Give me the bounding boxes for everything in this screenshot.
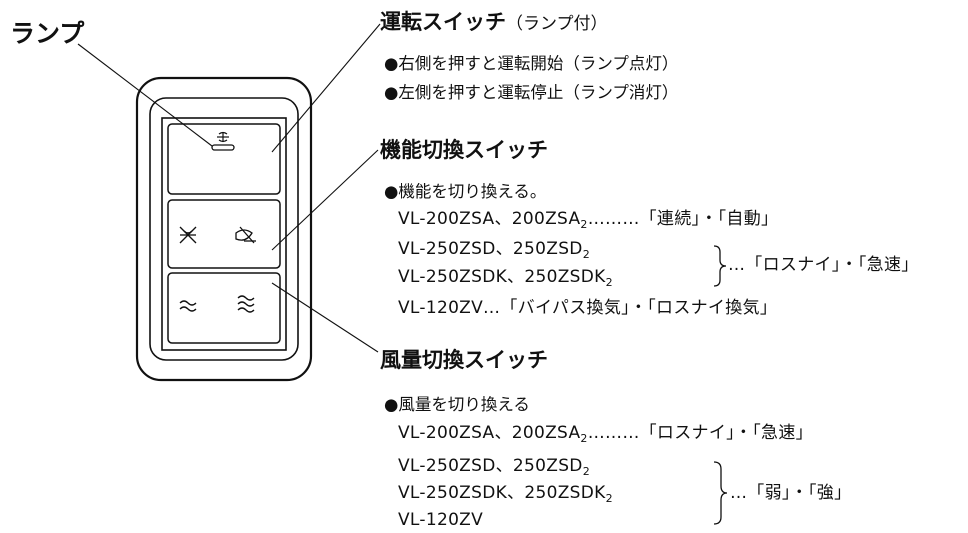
function-row-1-value: ………「連続」・「自動」 xyxy=(587,209,779,229)
airflow-row-3-model: VL-250ZSDK、250ZSDK xyxy=(398,483,606,503)
function-row-3: VL-250ZSDK、250ZSDK2 xyxy=(398,266,613,290)
function-row-2: VL-250ZSD、250ZSD2 xyxy=(398,238,590,262)
airflow-row-1-model: VL-200ZSA、200ZSA xyxy=(398,423,581,443)
fan-icon xyxy=(217,131,229,143)
airflow-switch[interactable] xyxy=(167,272,281,344)
airflow-row-2-sub: 2 xyxy=(582,465,590,478)
run-switch-title: 運転スイッチ xyxy=(380,10,506,34)
function-row-1-sub: 2 xyxy=(580,218,588,231)
airflow-row-3: VL-250ZSDK、250ZSDK2 xyxy=(398,482,613,506)
airflow-row-2: VL-250ZSD、250ZSD2 xyxy=(398,455,590,479)
auto-icon xyxy=(235,226,256,244)
function-row-2-model: VL-250ZSD、250ZSD xyxy=(398,239,583,259)
airflow-brace xyxy=(713,461,728,525)
function-switch-leader-line xyxy=(271,149,379,251)
switch-housing xyxy=(135,76,313,382)
lamp-label: ランプ xyxy=(10,19,85,48)
airflow-row-1-sub: 2 xyxy=(580,432,588,445)
function-brace xyxy=(713,245,727,287)
airflow-rows-234-value: …「弱」・「強」 xyxy=(730,483,852,503)
airflow-switch-intro: ●風量を切り換える xyxy=(384,395,530,414)
airflow-row-2-model: VL-250ZSD、250ZSD xyxy=(398,456,583,476)
lamp-indicator xyxy=(211,144,235,151)
airflow-row-3-sub: 2 xyxy=(605,492,613,505)
function-row-3-sub: 2 xyxy=(605,276,613,289)
run-switch-line-1: ●右側を押すと運転開始（ランプ点灯） xyxy=(384,54,679,73)
function-row-4: VL-120ZV…「バイパス換気」・「ロスナイ換気」 xyxy=(398,298,778,318)
function-row-3-model: VL-250ZSDK、250ZSDK xyxy=(398,267,606,287)
airflow-row-4: VL-120ZV xyxy=(398,510,484,530)
function-row-2-sub: 2 xyxy=(582,248,590,261)
low-airflow-icon xyxy=(179,300,197,312)
switch-frame xyxy=(161,117,287,351)
switch-plate xyxy=(149,97,299,361)
airflow-switch-title: 風量切換スイッチ xyxy=(380,348,548,372)
function-switch-title: 機能切換スイッチ xyxy=(380,138,548,162)
run-switch-note: （ランプ付） xyxy=(506,14,608,34)
airflow-row-1-value: ………「ロスナイ」・「急速」 xyxy=(587,423,813,443)
function-switch-intro: ●機能を切り換える。 xyxy=(384,182,547,201)
function-row-1: VL-200ZSA、200ZSA2………「連続」・「自動」 xyxy=(398,208,778,232)
high-airflow-icon xyxy=(237,295,255,313)
airflow-row-1: VL-200ZSA、200ZSA2………「ロスナイ」・「急速」 xyxy=(398,422,813,446)
airflow-switch-leader-line xyxy=(271,282,379,353)
run-switch-leader-line xyxy=(271,23,381,153)
run-switch[interactable] xyxy=(167,123,281,195)
function-row-1-model: VL-200ZSA、200ZSA xyxy=(398,209,581,229)
function-switch[interactable] xyxy=(167,199,281,269)
run-switch-line-2: ●左側を押すと運転停止（ランプ消灯） xyxy=(384,83,679,102)
lamp-leader-line xyxy=(77,43,213,147)
run-switch-heading: 運転スイッチ（ランプ付） xyxy=(380,6,608,36)
continuous-icon xyxy=(179,226,197,244)
function-row-23-value: …「ロスナイ」・「急速」 xyxy=(728,255,919,275)
